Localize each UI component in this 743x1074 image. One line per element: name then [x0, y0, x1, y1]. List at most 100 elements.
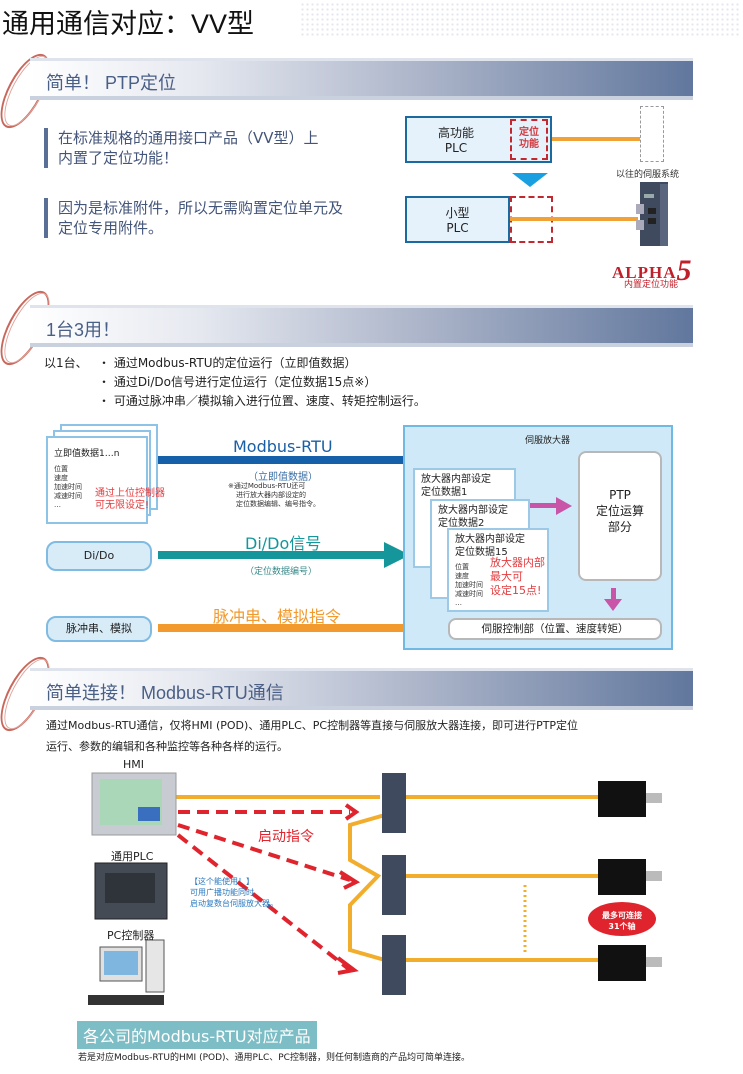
quote-line: 内置了定位功能！	[58, 149, 179, 167]
section-banner-modbus: 简单连接！ Modbus-RTU通信	[30, 668, 693, 710]
ptp-line: PTP	[609, 488, 631, 502]
servo-motors	[598, 781, 662, 981]
note-line: 进行放大器内部设定的	[236, 491, 306, 499]
positioning-function-box: 定位 功能	[510, 119, 548, 160]
card-title: 定位数据2	[438, 518, 485, 529]
hmi-label: HMI	[123, 758, 145, 771]
plc-label: 小型	[445, 206, 470, 220]
feature-bullet: ・ 通过Di/Do信号进行定位运行（定位数据15点※）	[98, 375, 377, 389]
broadcast-note: 【这个能使用！】 可用广播功能同时 启动复数台伺服放大器。	[190, 876, 278, 909]
product-banner: 各公司的Modbus-RTU对应产品	[77, 1021, 317, 1049]
modbus-label: Modbus-RTU	[233, 437, 333, 456]
pulse-label: 脉冲串、模拟指令	[213, 607, 342, 626]
card-field: …	[455, 599, 462, 607]
card-title: 放大器内部设定	[455, 534, 525, 545]
doc-note: 通过上位控制器 可无限设定!	[95, 488, 165, 512]
pc-label: PC控制器	[107, 929, 155, 942]
doc-title: 立即值数据1…n	[54, 449, 120, 459]
brand-number: 5	[676, 254, 693, 287]
servo-control-box: 伺服控制部（位置、速度转矩）	[448, 618, 662, 640]
doc-field: 速度	[54, 474, 68, 482]
plc-label: 通用PLC	[111, 850, 154, 863]
high-function-plc-box: 高功能 PLC	[405, 116, 552, 163]
dido-label: Di/Do信号	[245, 534, 322, 553]
pink-arrow-shaft	[530, 503, 558, 508]
note-line: 【这个能使用！】	[190, 877, 254, 886]
quote-line: 定位专用附件。	[58, 219, 164, 237]
modbus-sub: （立即值数据）	[248, 472, 318, 483]
feature-quote-2: 因为是标准附件，所以无需购置定位单元及 定位专用附件。	[44, 198, 343, 238]
section-banner-ptp: 简单！ PTP定位	[30, 58, 693, 100]
card-title: 放大器内部设定	[421, 474, 491, 485]
down-arrow-icon	[512, 173, 548, 187]
doc-field: 加速时间	[54, 483, 82, 491]
cable-lines	[176, 795, 600, 962]
func-label: 定位	[519, 127, 539, 138]
card-field: 位置	[455, 563, 469, 571]
legacy-servo-outline	[640, 106, 664, 162]
footer-note: 若是对应Modbus-RTU的HMI (POD)、通用PLC、PC控制器，则任何…	[78, 1053, 470, 1063]
badge-line: 31个轴	[608, 922, 636, 931]
ptp-line: 部分	[607, 520, 632, 534]
dido-sub: （定位数据编号）	[245, 567, 318, 577]
note-line: 设定15点!	[490, 584, 542, 597]
immediate-data-doc: 立即值数据1…n 位置 速度 加速时间 减速时间 …	[46, 436, 148, 524]
cable-line	[510, 217, 638, 221]
feature-quote-1: 在标准规格的通用接口产品（VV型）上 内置了定位功能！	[44, 128, 319, 168]
cable-line	[552, 137, 660, 141]
ptp-line: 定位运算	[595, 504, 644, 518]
card-field: 减速时间	[455, 590, 483, 598]
note-line: 通过上位控制器	[95, 488, 165, 499]
section-title: 简单！ PTP定位	[46, 73, 177, 93]
pc-keyboard	[88, 995, 164, 1005]
quote-line: 在标准规格的通用接口产品（VV型）上	[58, 129, 319, 147]
pc-tower	[145, 939, 165, 993]
section-banner-one-for-three: 1台3用！	[30, 305, 693, 347]
internal-data-card-15: 放大器内部设定 定位数据15 位置 速度 加速时间 减速时间 …	[447, 528, 549, 612]
feature-bullet: ・ 可通过脉冲串／模拟输入进行位置、速度、转矩控制运行。	[98, 394, 426, 408]
modbus-description: 通过Modbus-RTU通信，仅将HMI (POD)、通用PLC、PC控制器等直…	[46, 715, 578, 757]
servo-amps	[382, 773, 406, 995]
plc-label: PLC	[444, 141, 468, 155]
badge-line: 最多可连接	[602, 911, 642, 920]
card-title: 放大器内部设定	[438, 505, 508, 516]
section-title: 简单连接！ Modbus-RTU通信	[46, 683, 284, 703]
small-plc-box: 小型 PLC	[405, 196, 510, 243]
brand-caption: 内置定位功能	[624, 280, 679, 290]
pink-down-shaft	[611, 588, 616, 600]
note-line: 可用广播功能同时	[190, 888, 254, 897]
header-dot-pattern	[300, 2, 740, 38]
note-line: 最大可	[490, 570, 523, 583]
para-line: 通过Modbus-RTU通信，仅将HMI (POD)、通用PLC、PC控制器等直…	[46, 719, 579, 732]
start-command-label: 启动指令	[258, 829, 314, 845]
quote-line: 因为是标准附件，所以无需购置定位单元及	[58, 199, 344, 217]
network-diagram	[88, 772, 662, 1005]
note-line: 启动复数台伺服放大器。	[190, 899, 278, 908]
intro-label: 以1台、	[44, 356, 88, 370]
modbus-arrow-shaft	[158, 456, 540, 464]
arrow-heads	[336, 803, 361, 975]
note-line: 放大器内部	[490, 556, 545, 569]
pink-down-arrow-icon	[604, 599, 622, 611]
func-label: 功能	[519, 139, 539, 150]
max-axes-badge	[588, 902, 656, 936]
dido-arrow-shaft	[158, 551, 384, 559]
note-line: 可无限设定!	[95, 500, 150, 511]
card-note: 放大器内部 最大可 设定15点!	[490, 556, 545, 598]
modbus-note: ※通过Modbus-RTU还可 进行放大器内部设定的 定位数据编辑、编号指令。	[228, 482, 320, 509]
pulse-arrow-shaft	[158, 624, 420, 632]
page-title: 通用通信对应：VV型	[2, 9, 255, 39]
note-line: 定位数据编辑、编号指令。	[236, 500, 320, 508]
brand-name: ALPHA	[612, 263, 677, 282]
max-axes-text: 最多可连接 31个轴	[594, 910, 650, 932]
alpha5-logo: ALPHA5	[612, 252, 693, 287]
pink-arrow-head-icon	[556, 497, 572, 515]
doc-field: 位置	[54, 465, 68, 473]
plc-label: 高功能	[437, 126, 474, 140]
pulse-source-box: 脉冲串、模拟	[46, 616, 152, 642]
dido-source-box: Di/Do	[46, 541, 152, 571]
card-field: 速度	[455, 572, 469, 580]
card-title: 定位数据1	[421, 487, 468, 498]
doc-field: …	[54, 501, 61, 509]
ptp-calc-box: PTP 定位运算 部分	[578, 451, 662, 581]
